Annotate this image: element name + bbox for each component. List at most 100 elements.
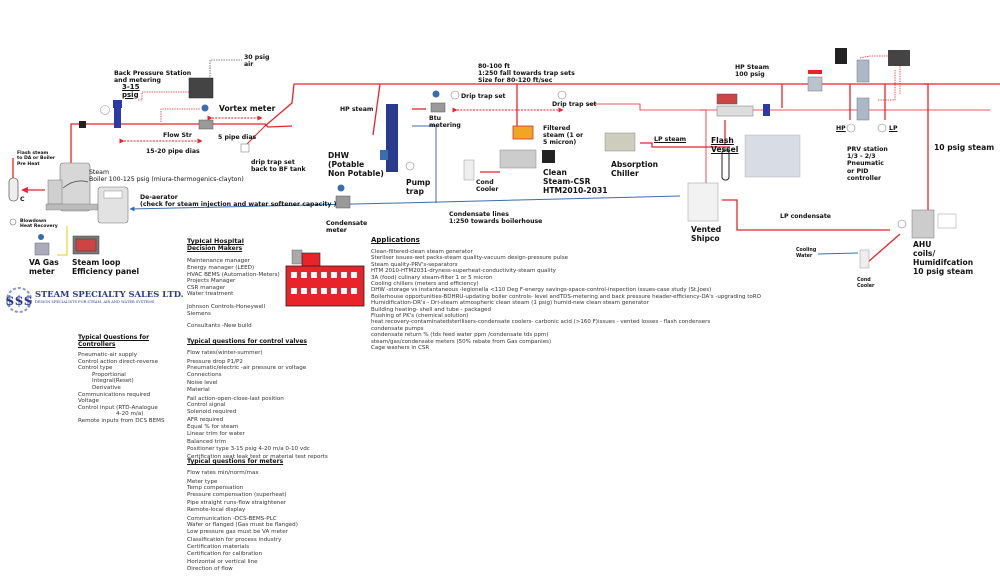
cond-cooler-1-label: Cond Cooler [476, 179, 499, 194]
ahu-label: AHU coils/ Humidifcation 10 psig steam [913, 240, 974, 276]
applications-heading: Applications [371, 236, 420, 244]
question-item: Fail action-open-close-last position [187, 395, 284, 402]
back-pressure-valve [79, 100, 122, 128]
question-item: Pressure drop P1/P2 [187, 358, 243, 365]
lp-condensate-line [722, 199, 890, 231]
application-item: condensate pumps [371, 325, 424, 332]
flash-vessel [721, 149, 730, 181]
decision-makers-heading: Typical Hospital [187, 237, 244, 245]
application-item: Cooling chillers (meters and efficiency) [371, 281, 479, 288]
signal-vortex [160, 108, 200, 122]
question-group: Flow rates min/norm/max [187, 470, 298, 477]
lp-condensate-label: LP condensate [780, 213, 831, 220]
drip-trap-bf-label: drip trap set back to BF tank [251, 159, 306, 174]
drip-trap-set-2-label: Drip trap set [552, 101, 597, 108]
question-item: Pneumatic/electric -air pressure or volt… [187, 365, 307, 372]
application-item: steam/gas/condensate meters (50% rebate … [371, 338, 552, 345]
question-item: Remote-local display [187, 506, 246, 513]
application-item: Steam quality-PRV's-separators [371, 261, 458, 268]
question-item: Control signal [187, 402, 226, 409]
question-item: Communication -DCS-BEMS-PLC [187, 515, 277, 522]
efficiency-panel-label: Steam loop Efficiency panel [72, 258, 140, 276]
bp-controller-box [188, 77, 214, 99]
lp-steam-label: LP steam [654, 136, 687, 143]
vortex-meter-label: Vortex meter [219, 104, 276, 113]
dhw-label: DHW (Potable Non Potable) [328, 151, 384, 178]
control-valves-list: Flow rates(winter-summer)Pressure drop P… [187, 350, 328, 461]
logo-tagline: DESIGN SPECIALISTS FOR STEAM, AIR AND WA… [35, 300, 155, 304]
question-item: Certification seat leak test or material… [187, 454, 328, 461]
air-supply-label: 30 psig air [244, 54, 270, 69]
lp-steam-line [640, 142, 730, 148]
fifteen-pipe-dias-label: 15-20 pipe dias [146, 148, 200, 155]
btu-meter [430, 90, 446, 113]
application-item: DHW -storage vs instantaneous -legionell… [371, 287, 712, 294]
cond-cooler-1 [463, 159, 475, 181]
pump-trap-condensate [412, 125, 437, 203]
clean-steam-label: Clean Steam-CSR HTM2010-2031 [543, 168, 608, 195]
controller-question-item: Voltage [78, 398, 99, 405]
controller-question-item: Pneumatic-air supply [78, 352, 138, 358]
drip-trap-2-line [588, 103, 990, 111]
drip-trap-bf-line [245, 124, 267, 146]
controller-question-item: Control type [78, 365, 113, 372]
question-item: Pipe straight runs-flow straightener [187, 500, 287, 507]
role-item: Energy manager (LEED) [187, 265, 255, 271]
logo-name: STEAM SPECIALTY SALES LTD. [35, 289, 184, 299]
application-item: Boilerhouse opportunities-BDHRU-updating… [371, 293, 761, 300]
condensate-lines-label: Condensate lines 1:250 towards boilerhou… [449, 211, 543, 226]
question-item: Wafer or flanged (Gas must be flanged) [187, 522, 298, 529]
flow-strainer-label: Flow Str [163, 132, 192, 139]
flash-tank [8, 177, 19, 202]
applications-section: Applications Clean-filtered-clean steam … [371, 236, 761, 352]
application-item: HTM 2010-HTM2031-dryness-superheat-condu… [371, 268, 556, 275]
controller-question-item: 4-20 m/a) [116, 411, 144, 418]
cooling-water-label: Cooling Water [796, 248, 817, 259]
flash-tank-c-label: C [20, 196, 25, 203]
cond-cooler-2 [859, 249, 870, 269]
vendor-item: Johnson Controls-Honeywell [187, 303, 266, 310]
condensate-piping [129, 125, 859, 255]
decision-makers-section: Typical Hospital Decision Makers Mainten… [187, 237, 280, 330]
question-item: Direction of flow [187, 565, 233, 572]
consultants-item: Consultants -New build [187, 323, 252, 330]
meters-section: Typical questions for meters Flow rates … [187, 458, 298, 572]
signal-prv [859, 55, 901, 95]
filtered-steam-label: Filtered steam (1 or 5 micron) [543, 125, 584, 147]
cond-cooler-2-link [867, 233, 901, 263]
controller-question-item: Proportional [92, 371, 126, 378]
signal-bp-controller [138, 91, 192, 101]
signal-prv-2 [878, 70, 896, 101]
va-gas-meter [34, 234, 50, 256]
cooling-water-line [817, 252, 859, 255]
pump-trap-icon [405, 161, 415, 171]
steam-boiler [45, 162, 99, 212]
signal-lines [138, 55, 901, 122]
hp-steam-left-label: HP steam [340, 106, 374, 113]
hp-separator [763, 104, 770, 116]
drip-trap-set-1-label: Drip trap set [461, 93, 506, 100]
vented-shipco-unit [687, 182, 719, 222]
controller-question-item: Remote inputs from DCS BEMS [78, 417, 165, 424]
prv-station [807, 48, 910, 133]
application-item: Cage washers in CSR [371, 345, 430, 352]
control-valves-heading: Typical questions for control valves [187, 338, 307, 345]
vented-shipco-label: Vented Shipco [691, 225, 722, 243]
question-item: Low pressure gas must be VA meter [187, 528, 288, 535]
controller-question-item: Integral(Reset) [92, 378, 134, 385]
steam-rise-to-main [264, 83, 295, 127]
role-item: Maintenance manager [187, 258, 250, 265]
steam-piping [12, 83, 1000, 263]
pump-trap-label: Pump trap [406, 178, 431, 196]
condensate-meter-label: Condensate meter [326, 220, 368, 235]
decision-roles: Maintenance manager Energy manager (LEED… [187, 258, 280, 298]
application-item: Humidification-DR's - Dri-steam atmosphe… [371, 300, 649, 307]
btu-metering-label: Btu metering [429, 115, 461, 130]
controller-question-item: Derivative [92, 384, 121, 391]
application-item: condensate return % (tds feed water ppm … [371, 332, 549, 339]
application-item: Clean-filtered-clean steam generator [371, 249, 473, 255]
